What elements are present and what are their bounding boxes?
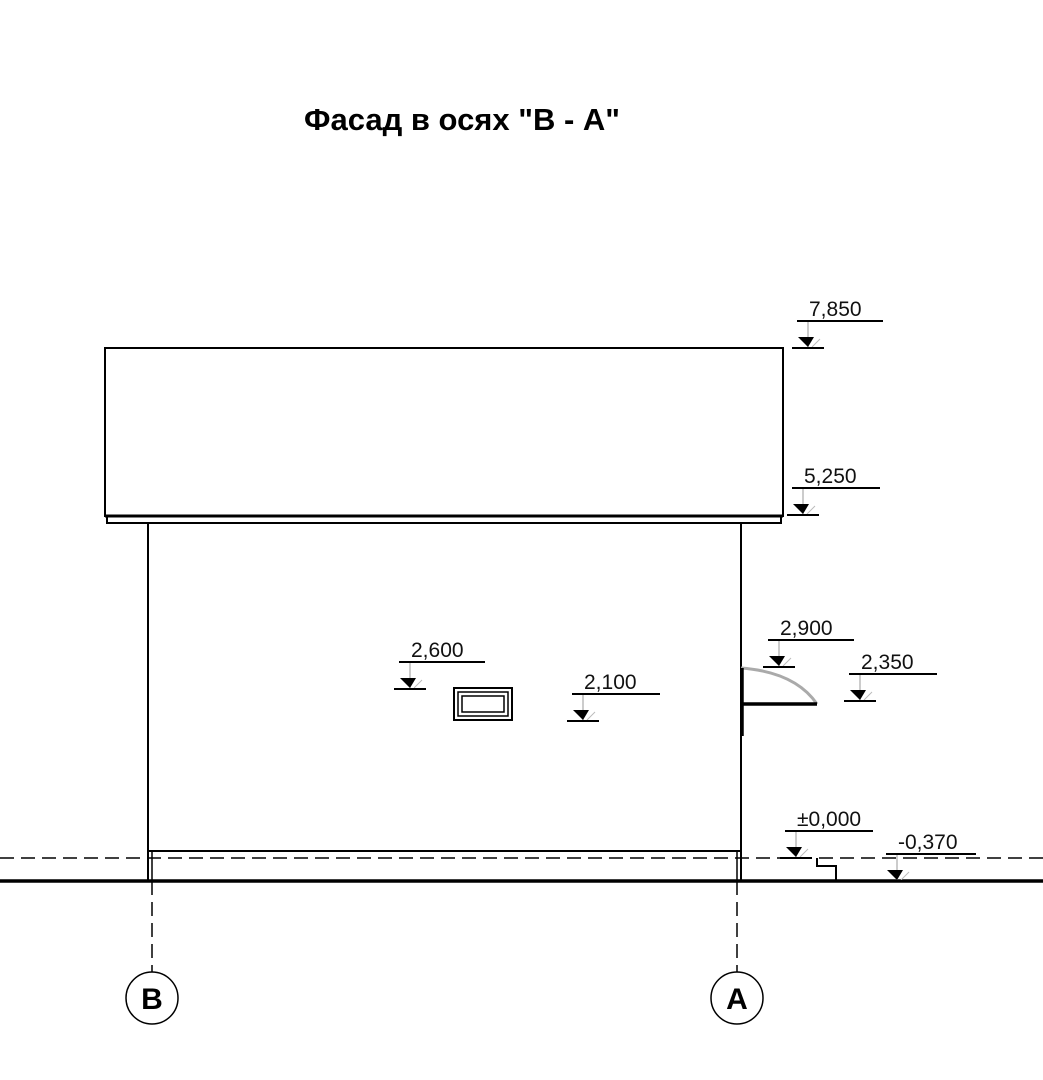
elevation-mark: 2,100 — [567, 671, 660, 722]
level-triangle-icon — [850, 690, 866, 700]
elevation-label: 2,600 — [411, 639, 464, 662]
level-triangle-icon — [798, 337, 814, 347]
elevation-mark: ±0,000 — [780, 808, 873, 859]
elevation-mark: 5,250 — [787, 465, 880, 516]
elevation-label: -0,370 — [898, 831, 958, 854]
elevation-mark: 2,350 — [844, 651, 937, 702]
window — [453, 687, 513, 721]
level-triangle-icon — [769, 656, 785, 666]
axis-label-a: А — [726, 983, 748, 1016]
entrance-canopy — [740, 666, 819, 736]
elevation-label: 7,850 — [809, 298, 862, 321]
elevation-mark: 2,900 — [763, 617, 854, 668]
roof — [104, 347, 784, 517]
axis-marker-a — [710, 971, 764, 1025]
level-triangle-icon — [400, 678, 416, 688]
elevation-label: 2,350 — [861, 651, 914, 674]
level-triangle-icon — [573, 710, 589, 720]
elevation-label: ±0,000 — [797, 808, 861, 831]
elevation-mark: -0,370 — [881, 831, 976, 882]
elevation-label: 2,900 — [780, 617, 833, 640]
elevation-mark: 2,600 — [394, 639, 485, 690]
level-triangle-icon — [793, 504, 809, 514]
drawing-title: Фасад в осях "В - А" — [304, 102, 620, 137]
level-triangle-icon — [887, 870, 903, 880]
entrance-step — [816, 858, 837, 881]
level-triangle-icon — [786, 847, 802, 857]
axis-marker-v — [125, 971, 179, 1025]
axis-label-v: В — [141, 983, 163, 1016]
elevation-label: 5,250 — [804, 465, 857, 488]
elevation-label: 2,100 — [584, 671, 637, 694]
elevation-mark: 7,850 — [792, 298, 883, 349]
